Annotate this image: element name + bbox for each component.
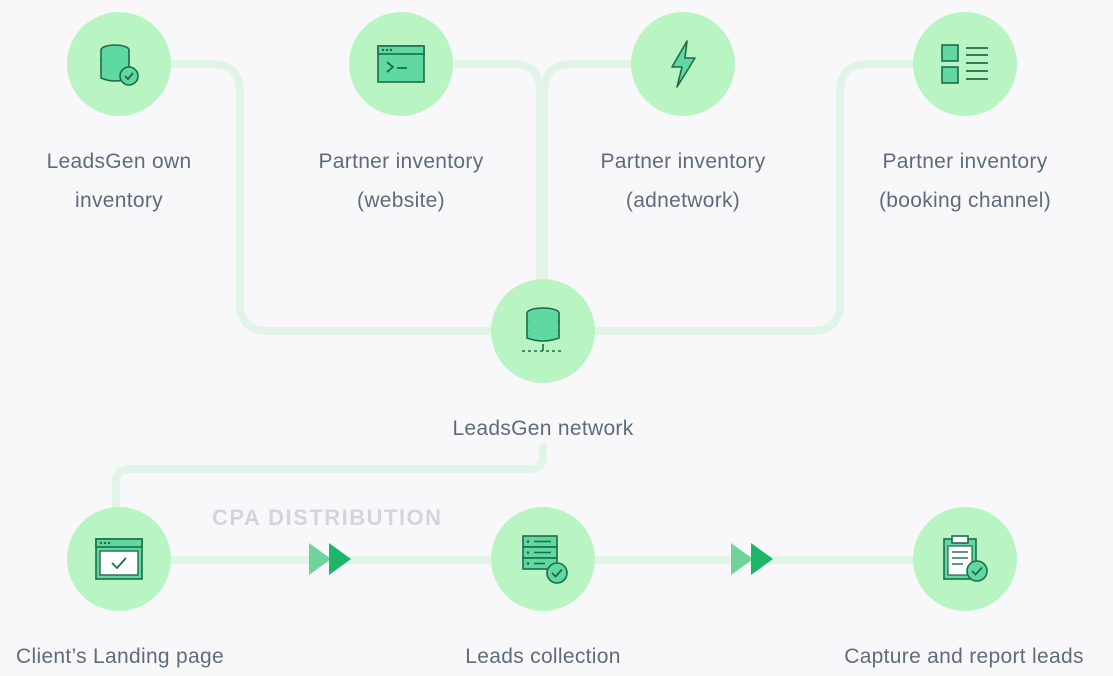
website-node — [349, 12, 453, 116]
capture-report-node — [913, 507, 1017, 611]
double-chevron-right-icon — [731, 543, 775, 580]
cpa-distribution-label: CPA DISTRIBUTION — [212, 505, 443, 530]
label-line-1: Capture and report leads — [844, 645, 1084, 668]
own-inventory-label: LeadsGen own inventory — [19, 142, 219, 220]
label-line-2: (booking channel) — [878, 189, 1052, 212]
label-line-2: inventory — [75, 189, 163, 212]
connector-hub-to-landing — [112, 443, 547, 512]
leadsgen-network-label: LeadsGen network — [393, 409, 693, 448]
landing-page-node — [67, 507, 171, 611]
website-label: Partner inventory (website) — [291, 142, 511, 220]
terminal-window-icon — [375, 42, 427, 86]
label-line-1: LeadsGen own — [46, 150, 192, 173]
label-line-2: (website) — [357, 189, 445, 212]
network-database-icon — [519, 305, 567, 357]
leadsgen-network-node — [491, 279, 595, 383]
double-chevron-right-icon — [309, 543, 353, 580]
label-line-1: Client’s Landing page — [16, 645, 224, 668]
lightning-icon — [663, 38, 703, 90]
landing-page-label: Client’s Landing page — [0, 637, 240, 676]
label-line-2: (adnetwork) — [625, 189, 741, 212]
label-line-1: LeadsGen network — [452, 417, 634, 440]
label-line-1: Partner inventory — [600, 150, 766, 173]
booking-channel-label: Partner inventory (booking channel) — [850, 142, 1080, 220]
browser-check-icon — [93, 536, 145, 582]
database-check-icon — [95, 40, 143, 88]
label-line-1: Partner inventory — [882, 150, 1048, 173]
capture-report-label: Capture and report leads — [823, 637, 1105, 676]
label-line-1: Partner inventory — [318, 150, 484, 173]
booking-channel-node — [913, 12, 1017, 116]
leads-collection-node — [491, 507, 595, 611]
adnetwork-node — [631, 12, 735, 116]
list-layout-icon — [939, 42, 991, 86]
own-inventory-node — [67, 12, 171, 116]
clipboard-check-icon — [939, 533, 991, 585]
connector-booking-to-hub — [590, 60, 920, 335]
connector-own-inventory-to-hub — [166, 60, 496, 335]
label-line-1: Leads collection — [465, 645, 621, 668]
leads-collection-label: Leads collection — [413, 637, 673, 676]
adnetwork-label: Partner inventory (adnetwork) — [573, 142, 793, 220]
connector-adnetwork-to-hub — [540, 60, 636, 284]
server-check-icon — [517, 533, 569, 585]
